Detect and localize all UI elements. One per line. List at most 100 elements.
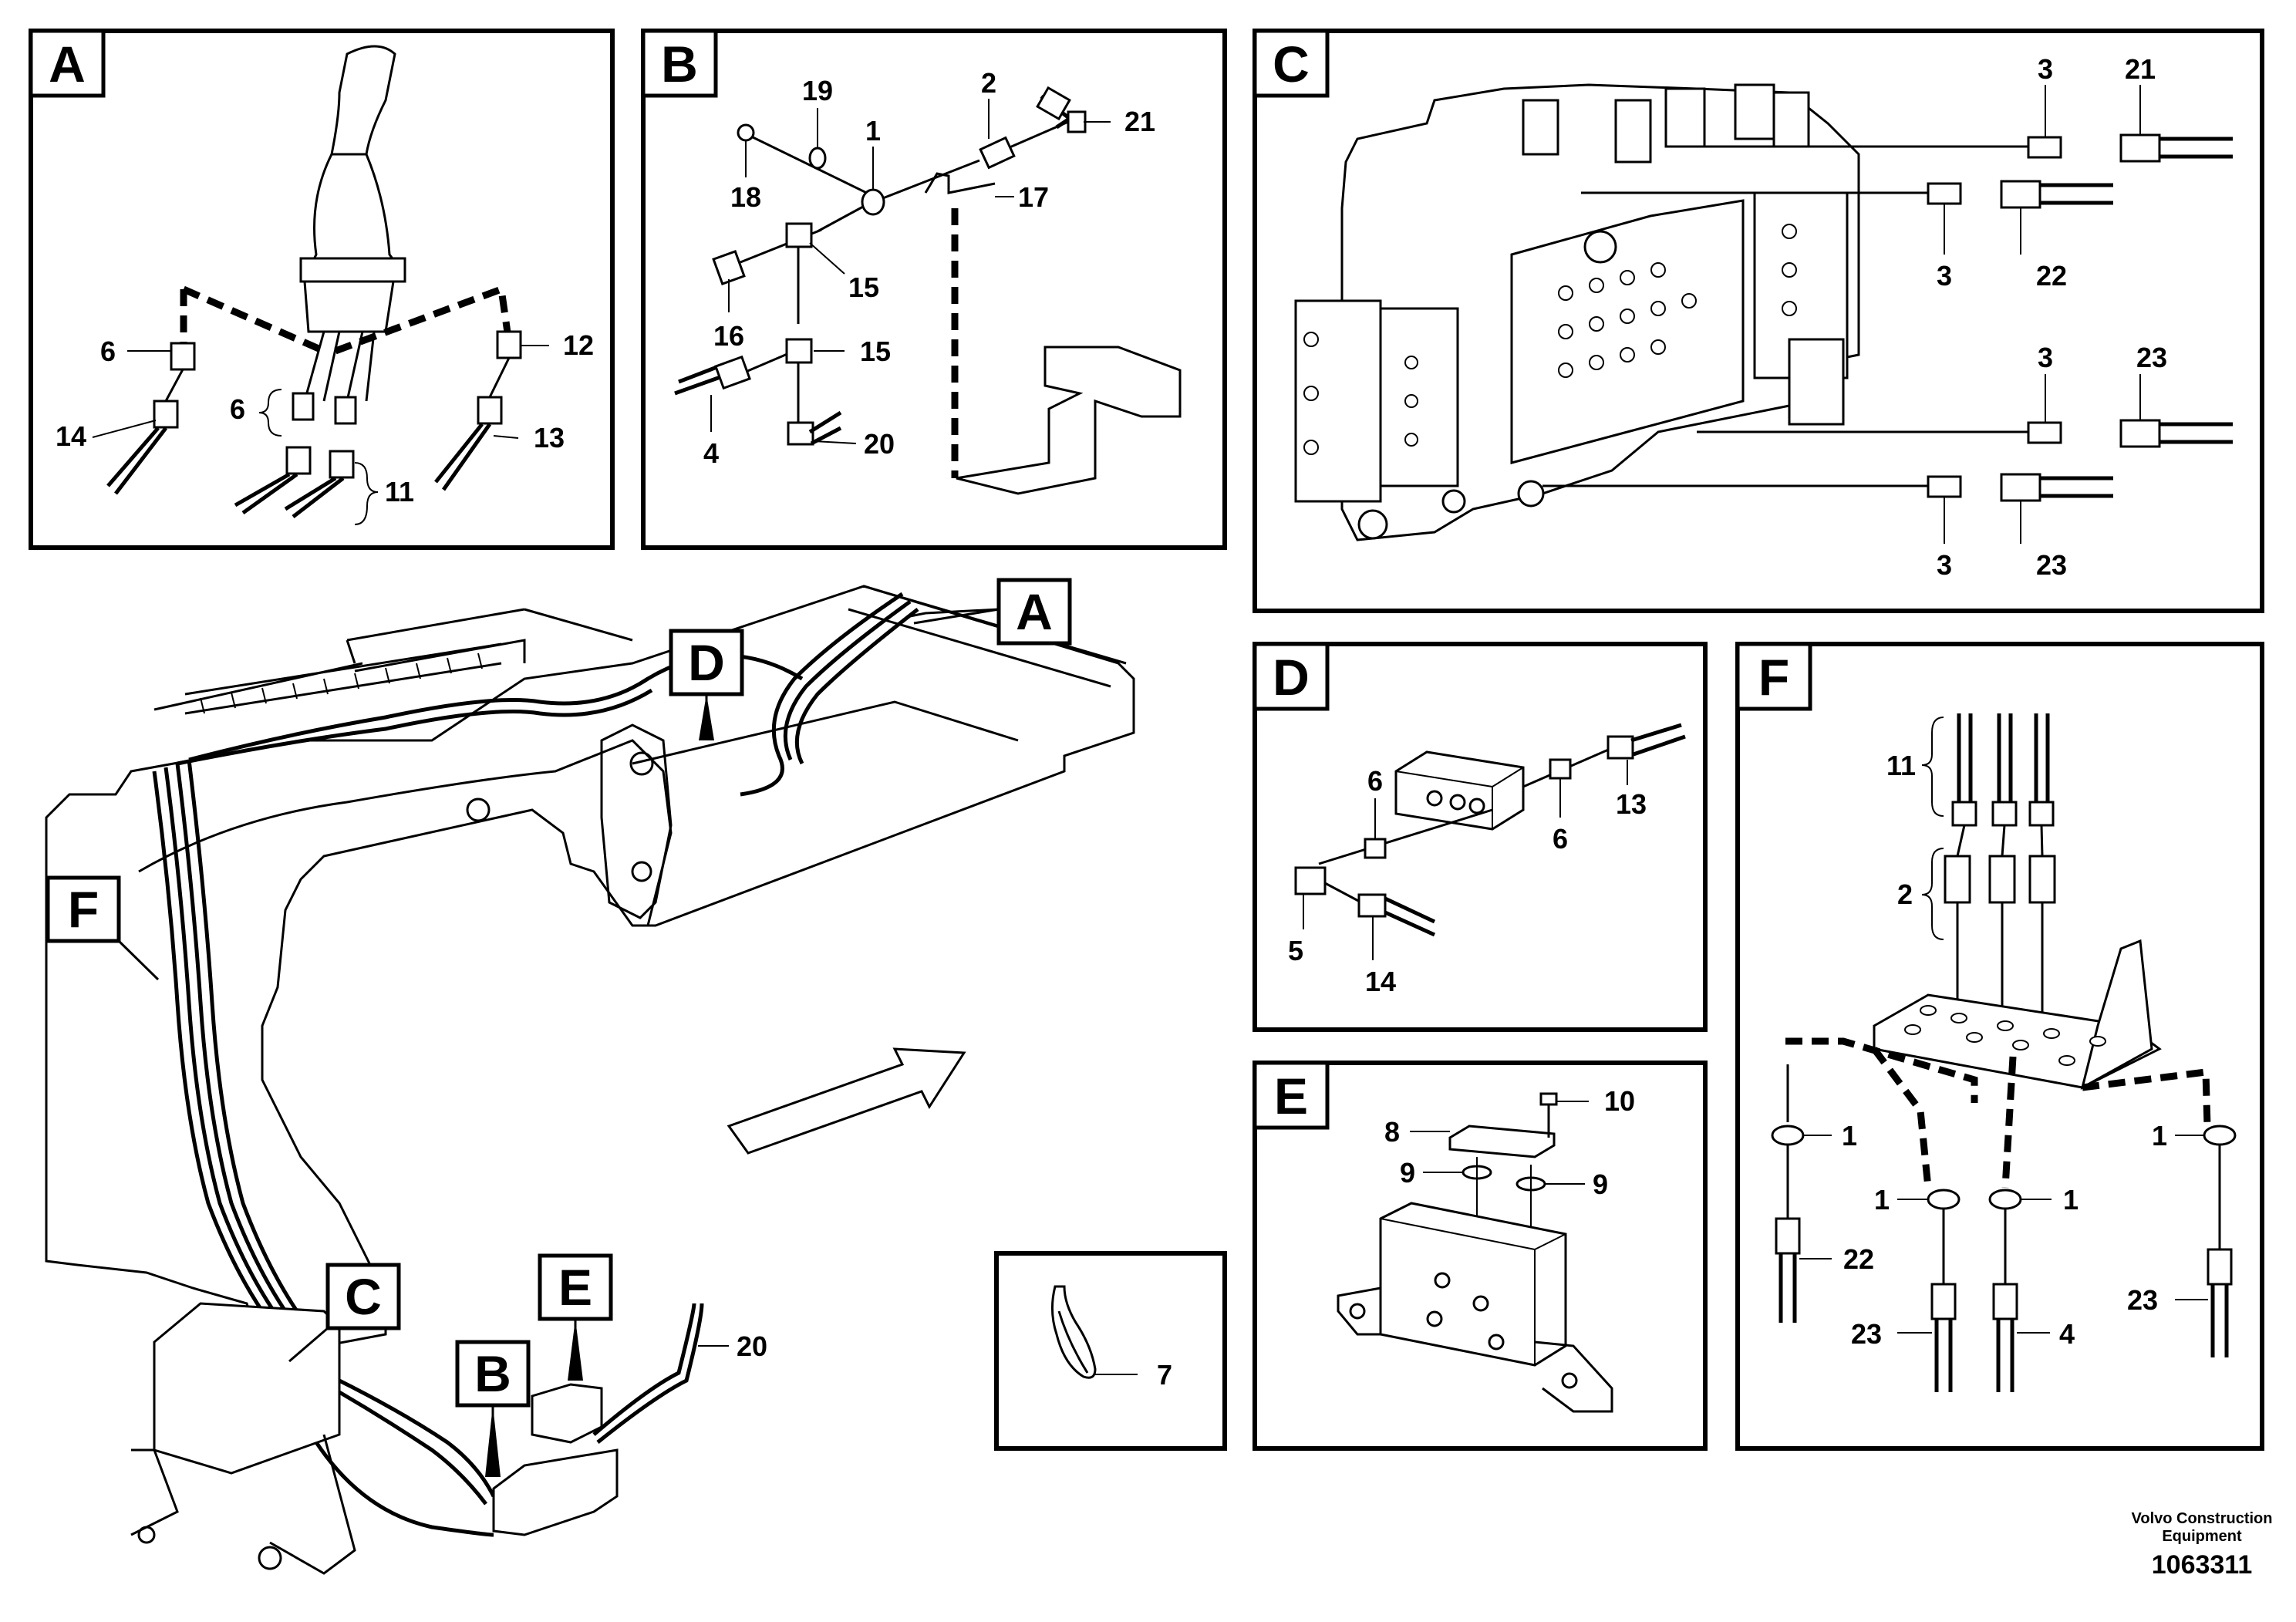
hose-c-21 (2159, 137, 2233, 159)
label-a-13: 13 (534, 422, 565, 454)
hose-f-23-a (1934, 1319, 1953, 1392)
fitting-12 (496, 330, 522, 359)
fitting-13 (477, 396, 503, 425)
overview-tag-d: D (669, 629, 744, 740)
bolt-10 (1539, 1092, 1558, 1106)
part-19 (808, 147, 827, 170)
fitting-6-left (170, 342, 196, 371)
label-b-2: 2 (981, 67, 996, 99)
panel-f: F (1735, 642, 2264, 1451)
dash-f-mid (1871, 1047, 2017, 1189)
hose-11-a (234, 472, 298, 515)
overview-tag-e: E (538, 1253, 613, 1381)
part-15-bottom (785, 338, 813, 364)
label-d-5: 5 (1288, 935, 1303, 966)
label-a-6-left: 6 (100, 336, 116, 367)
label-e-9-right: 9 (1593, 1168, 1608, 1200)
hose-d-14 (1384, 896, 1436, 937)
label-f-23-a: 23 (1851, 1318, 1882, 1350)
hose-f-11-a (1957, 713, 1973, 802)
hose-c-23-a (2159, 422, 2233, 444)
bracket-17 (924, 172, 996, 194)
dash-f-left (1785, 1037, 1978, 1103)
cable-tie-7 (1051, 1285, 1097, 1379)
label-e-8: 8 (1384, 1116, 1400, 1148)
label-a-14: 14 (56, 420, 86, 452)
manifold-block (1394, 750, 1525, 831)
svg-text:C: C (345, 1268, 382, 1325)
label-f-23-b: 23 (2127, 1284, 2158, 1316)
label-c-3-a: 3 (2038, 53, 2053, 85)
hose-f-11-b (1997, 713, 2013, 802)
panel-a-tag (29, 29, 106, 98)
overview-bracket (492, 1448, 619, 1536)
panel-d-tag (1253, 642, 1330, 711)
fitting-d-13 (1607, 735, 1634, 760)
part-18 (737, 123, 755, 142)
label-clip-7: 7 (1157, 1359, 1172, 1391)
fitting-f-23-a (1930, 1283, 1957, 1320)
panel-b-letter: B (661, 35, 698, 93)
label-f-1-b: 1 (1874, 1184, 1890, 1216)
label-e-10: 10 (1604, 1085, 1635, 1117)
fitting-f-11-c (2028, 801, 2055, 827)
label-e-9-left: 9 (1400, 1157, 1415, 1189)
hose-13 (434, 423, 492, 491)
panel-b-tag (641, 29, 718, 98)
overview-tag-c: C (288, 1263, 401, 1363)
svg-text:F: F (68, 881, 99, 938)
fitting-6-b (334, 396, 357, 425)
label-f-4: 4 (2059, 1318, 2075, 1350)
label-c-3-d: 3 (1937, 549, 1952, 581)
fitting-f-23-b (2207, 1248, 2233, 1286)
panel-f-tag (1735, 642, 1812, 711)
fitting-c-3-b (1927, 182, 1962, 205)
part-2 (979, 136, 1016, 170)
bracket-plate (956, 346, 1182, 495)
fitting-f-2-b (1988, 855, 2016, 904)
label-d-13: 13 (1616, 788, 1647, 820)
label-a-11: 11 (385, 476, 414, 508)
overview-valve-c (153, 1302, 341, 1475)
nut-f-1-a (1771, 1125, 1805, 1146)
fitting-c-22 (2000, 180, 2041, 209)
joystick (299, 45, 406, 402)
label-f-11: 11 (1886, 750, 1916, 781)
fitting-d-6-left (1364, 838, 1387, 859)
hose-f-22 (1778, 1253, 1797, 1323)
panel-a: A (29, 29, 615, 550)
fitting-c-3-d (1927, 475, 1962, 498)
panel-a-letter: A (49, 35, 86, 93)
overview-tag-b: B (455, 1340, 531, 1477)
label-d-14: 14 (1365, 966, 1396, 997)
label-d-6-right: 6 (1553, 823, 1568, 855)
fitting-d-6-right (1549, 758, 1572, 780)
label-d-6-left: 6 (1367, 765, 1383, 797)
label-a-6-brace: 6 (230, 393, 245, 425)
label-c-23-a: 23 (2136, 342, 2167, 373)
panel-clip-frame (994, 1251, 1227, 1451)
panel-c: C (1253, 29, 2264, 613)
direction-arrow (727, 1047, 966, 1155)
nut-f-1-c (1988, 1189, 2022, 1210)
nut-f-1-b (1927, 1189, 1961, 1210)
fitting-f-4 (1992, 1283, 2018, 1320)
fitting-14 (153, 400, 179, 429)
panel-d: D 6 6 13 5 14 (1253, 642, 1708, 1032)
label-b-21: 21 (1124, 106, 1155, 137)
fitting-d-5 (1294, 866, 1327, 895)
fitting-f-11-a (1951, 801, 1977, 827)
label-b-19: 19 (802, 75, 833, 106)
fitting-f-11-b (1991, 801, 2018, 827)
label-f-2: 2 (1897, 878, 1913, 910)
overview-tag-f: F (46, 875, 160, 981)
label-b-1: 1 (865, 115, 881, 147)
panel-e-letter: E (1274, 1067, 1308, 1125)
hose-11-b (284, 476, 345, 518)
fitting-f-22 (1775, 1217, 1801, 1255)
panel-b: B (641, 29, 1227, 550)
label-c-3-c: 3 (2038, 342, 2053, 373)
label-c-22: 22 (2036, 260, 2067, 292)
cover-plate-8 (1448, 1125, 1556, 1158)
